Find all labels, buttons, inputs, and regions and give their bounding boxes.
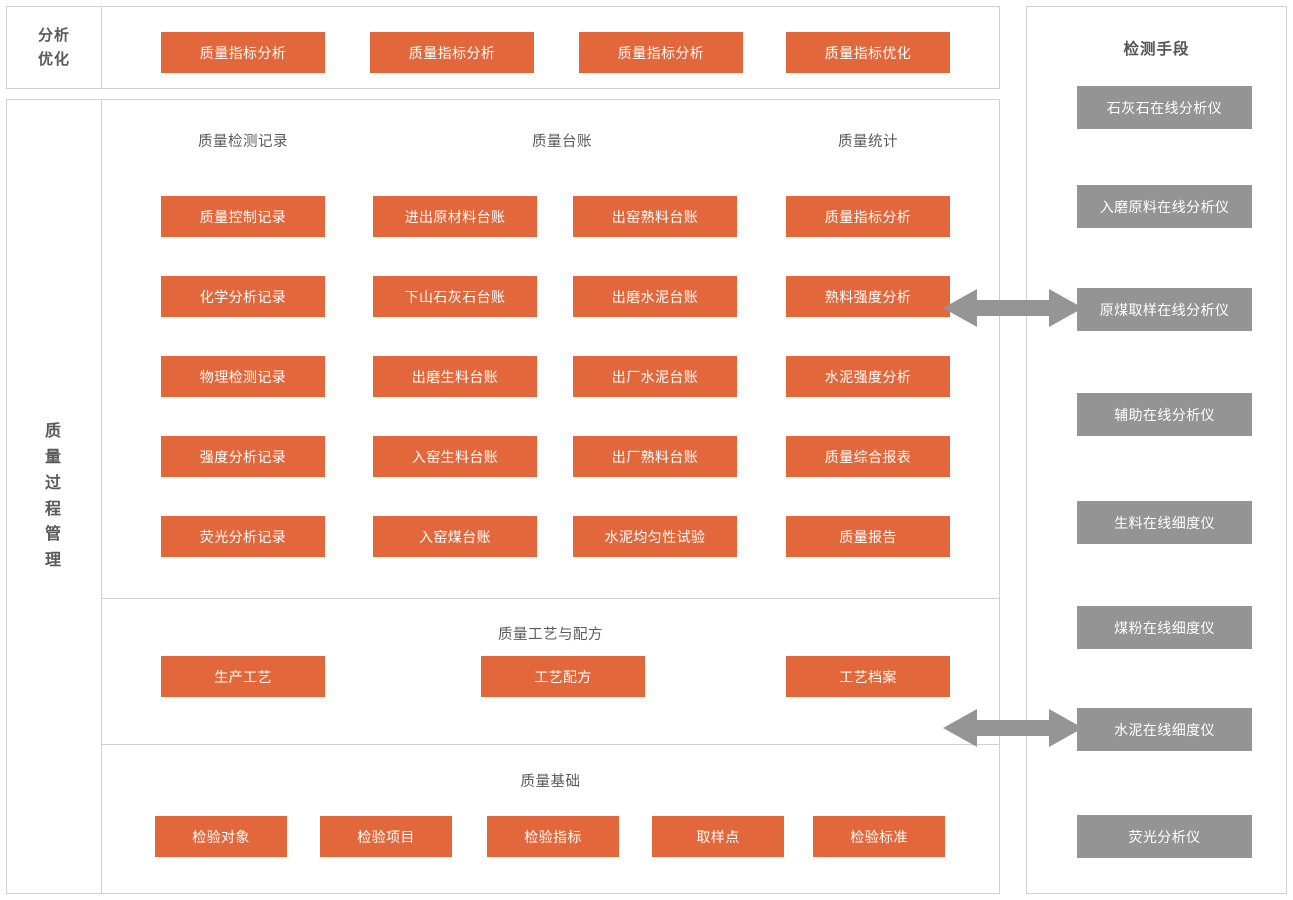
- ledger-box-mill-out-cement[interactable]: 出磨水泥台账: [573, 276, 737, 317]
- detection-box-fluorescence-analyzer[interactable]: 荧光分析仪: [1077, 815, 1252, 858]
- connector-clinker-strength-to-coal-analyzer: [943, 289, 1083, 327]
- detection-box-limestone-online-analyzer[interactable]: 石灰石在线分析仪: [1077, 86, 1252, 129]
- side-label-char-0: 质: [44, 422, 63, 440]
- detection-box-raw-coal-sampling-online-analyzer[interactable]: 原煤取样在线分析仪: [1077, 288, 1252, 331]
- column-title-quality-ledger: 质量台账: [532, 134, 592, 150]
- detection-box-raw-meal-online-fineness-meter[interactable]: 生料在线细度仪: [1077, 501, 1252, 544]
- record-box-strength-analysis-record[interactable]: 强度分析记录: [161, 436, 325, 477]
- craft-box-process-formula[interactable]: 工艺配方: [481, 656, 645, 697]
- detection-box-cement-online-fineness-meter[interactable]: 水泥在线细度仪: [1077, 708, 1252, 751]
- stats-box-clinker-strength-analysis[interactable]: 熟料强度分析: [786, 276, 950, 317]
- basis-box-inspection-standard[interactable]: 检验标准: [813, 816, 945, 857]
- column-title-quality-inspection-records: 质量检测记录: [198, 134, 288, 150]
- ledger-box-kiln-in-raw-meal[interactable]: 入窑生料台账: [373, 436, 537, 477]
- record-box-physical-inspection-record[interactable]: 物理检测记录: [161, 356, 325, 397]
- ledger-box-kiln-out-clinker[interactable]: 出窑熟料台账: [573, 196, 737, 237]
- side-label-char-1: 量: [44, 448, 63, 466]
- quality-process-management-panel: 质 量 过 程 管 理 质量检测记录 质量台账 质量统计 质量控制记录 化学分析…: [6, 99, 1000, 894]
- detection-box-auxiliary-online-analyzer[interactable]: 辅助在线分析仪: [1077, 393, 1252, 436]
- analysis-box-quality-index-analysis-1[interactable]: 质量指标分析: [161, 32, 325, 73]
- record-box-fluorescence-analysis-record[interactable]: 荧光分析记录: [161, 516, 325, 557]
- divider-craft-basis: [102, 744, 999, 745]
- side-label-char-4: 管: [44, 526, 63, 544]
- detection-box-coal-powder-online-fineness-meter[interactable]: 煤粉在线细度仪: [1077, 606, 1252, 649]
- detection-methods-title: 检测手段: [1123, 41, 1190, 58]
- column-title-quality-statistics: 质量统计: [838, 134, 898, 150]
- stats-box-quality-comprehensive-report[interactable]: 质量综合报表: [786, 436, 950, 477]
- analysis-optimization-panel: 分析 优化 质量指标分析 质量指标分析 质量指标分析 质量指标优化: [6, 6, 1000, 89]
- ledger-box-kiln-in-coal[interactable]: 入窑煤台账: [373, 516, 537, 557]
- section-title-quality-basis: 质量基础: [520, 774, 581, 790]
- ledger-box-factory-out-clinker[interactable]: 出厂熟料台账: [573, 436, 737, 477]
- divider-process-craft: [102, 598, 999, 599]
- stats-box-quality-index-analysis[interactable]: 质量指标分析: [786, 196, 950, 237]
- side-label-char-2: 过: [44, 474, 63, 492]
- basis-box-inspection-object[interactable]: 检验对象: [155, 816, 287, 857]
- analysis-label-line1: 分析: [37, 27, 70, 45]
- analysis-optimization-label: 分析 优化: [7, 7, 102, 88]
- section-title-quality-craft-formula: 质量工艺与配方: [498, 627, 603, 643]
- analysis-box-quality-index-analysis-3[interactable]: 质量指标分析: [579, 32, 743, 73]
- quality-process-management-label-text: 质 量 过 程 管 理: [45, 419, 63, 574]
- side-label-char-5: 理: [44, 552, 63, 570]
- basis-box-inspection-item[interactable]: 检验项目: [320, 816, 452, 857]
- record-box-quality-control-record[interactable]: 质量控制记录: [161, 196, 325, 237]
- quality-process-management-label: 质 量 过 程 管 理: [7, 100, 102, 893]
- ledger-box-cement-uniformity-test[interactable]: 水泥均匀性试验: [573, 516, 737, 557]
- craft-box-process-archive[interactable]: 工艺档案: [786, 656, 950, 697]
- ledger-box-mill-out-raw-meal[interactable]: 出磨生料台账: [373, 356, 537, 397]
- side-label-char-3: 程: [44, 500, 63, 518]
- connector-craft-to-cement-fineness: [943, 709, 1083, 747]
- analysis-box-quality-index-optimization[interactable]: 质量指标优化: [786, 32, 950, 73]
- stats-box-quality-report[interactable]: 质量报告: [786, 516, 950, 557]
- analysis-box-quality-index-analysis-2[interactable]: 质量指标分析: [370, 32, 534, 73]
- ledger-box-raw-material-in-out[interactable]: 进出原材料台账: [373, 196, 537, 237]
- ledger-box-downhill-limestone[interactable]: 下山石灰石台账: [373, 276, 537, 317]
- ledger-box-factory-out-cement[interactable]: 出厂水泥台账: [573, 356, 737, 397]
- craft-box-production-process[interactable]: 生产工艺: [161, 656, 325, 697]
- record-box-chemical-analysis-record[interactable]: 化学分析记录: [161, 276, 325, 317]
- detection-methods-panel: 检测手段 石灰石在线分析仪 入磨原料在线分析仪 原煤取样在线分析仪 辅助在线分析…: [1026, 6, 1287, 894]
- detection-box-mill-feed-raw-material-online-analyzer[interactable]: 入磨原料在线分析仪: [1077, 185, 1252, 228]
- analysis-label-line2: 优化: [37, 50, 70, 68]
- basis-box-inspection-index[interactable]: 检验指标: [487, 816, 619, 857]
- stats-box-cement-strength-analysis[interactable]: 水泥强度分析: [786, 356, 950, 397]
- basis-box-sampling-point[interactable]: 取样点: [652, 816, 784, 857]
